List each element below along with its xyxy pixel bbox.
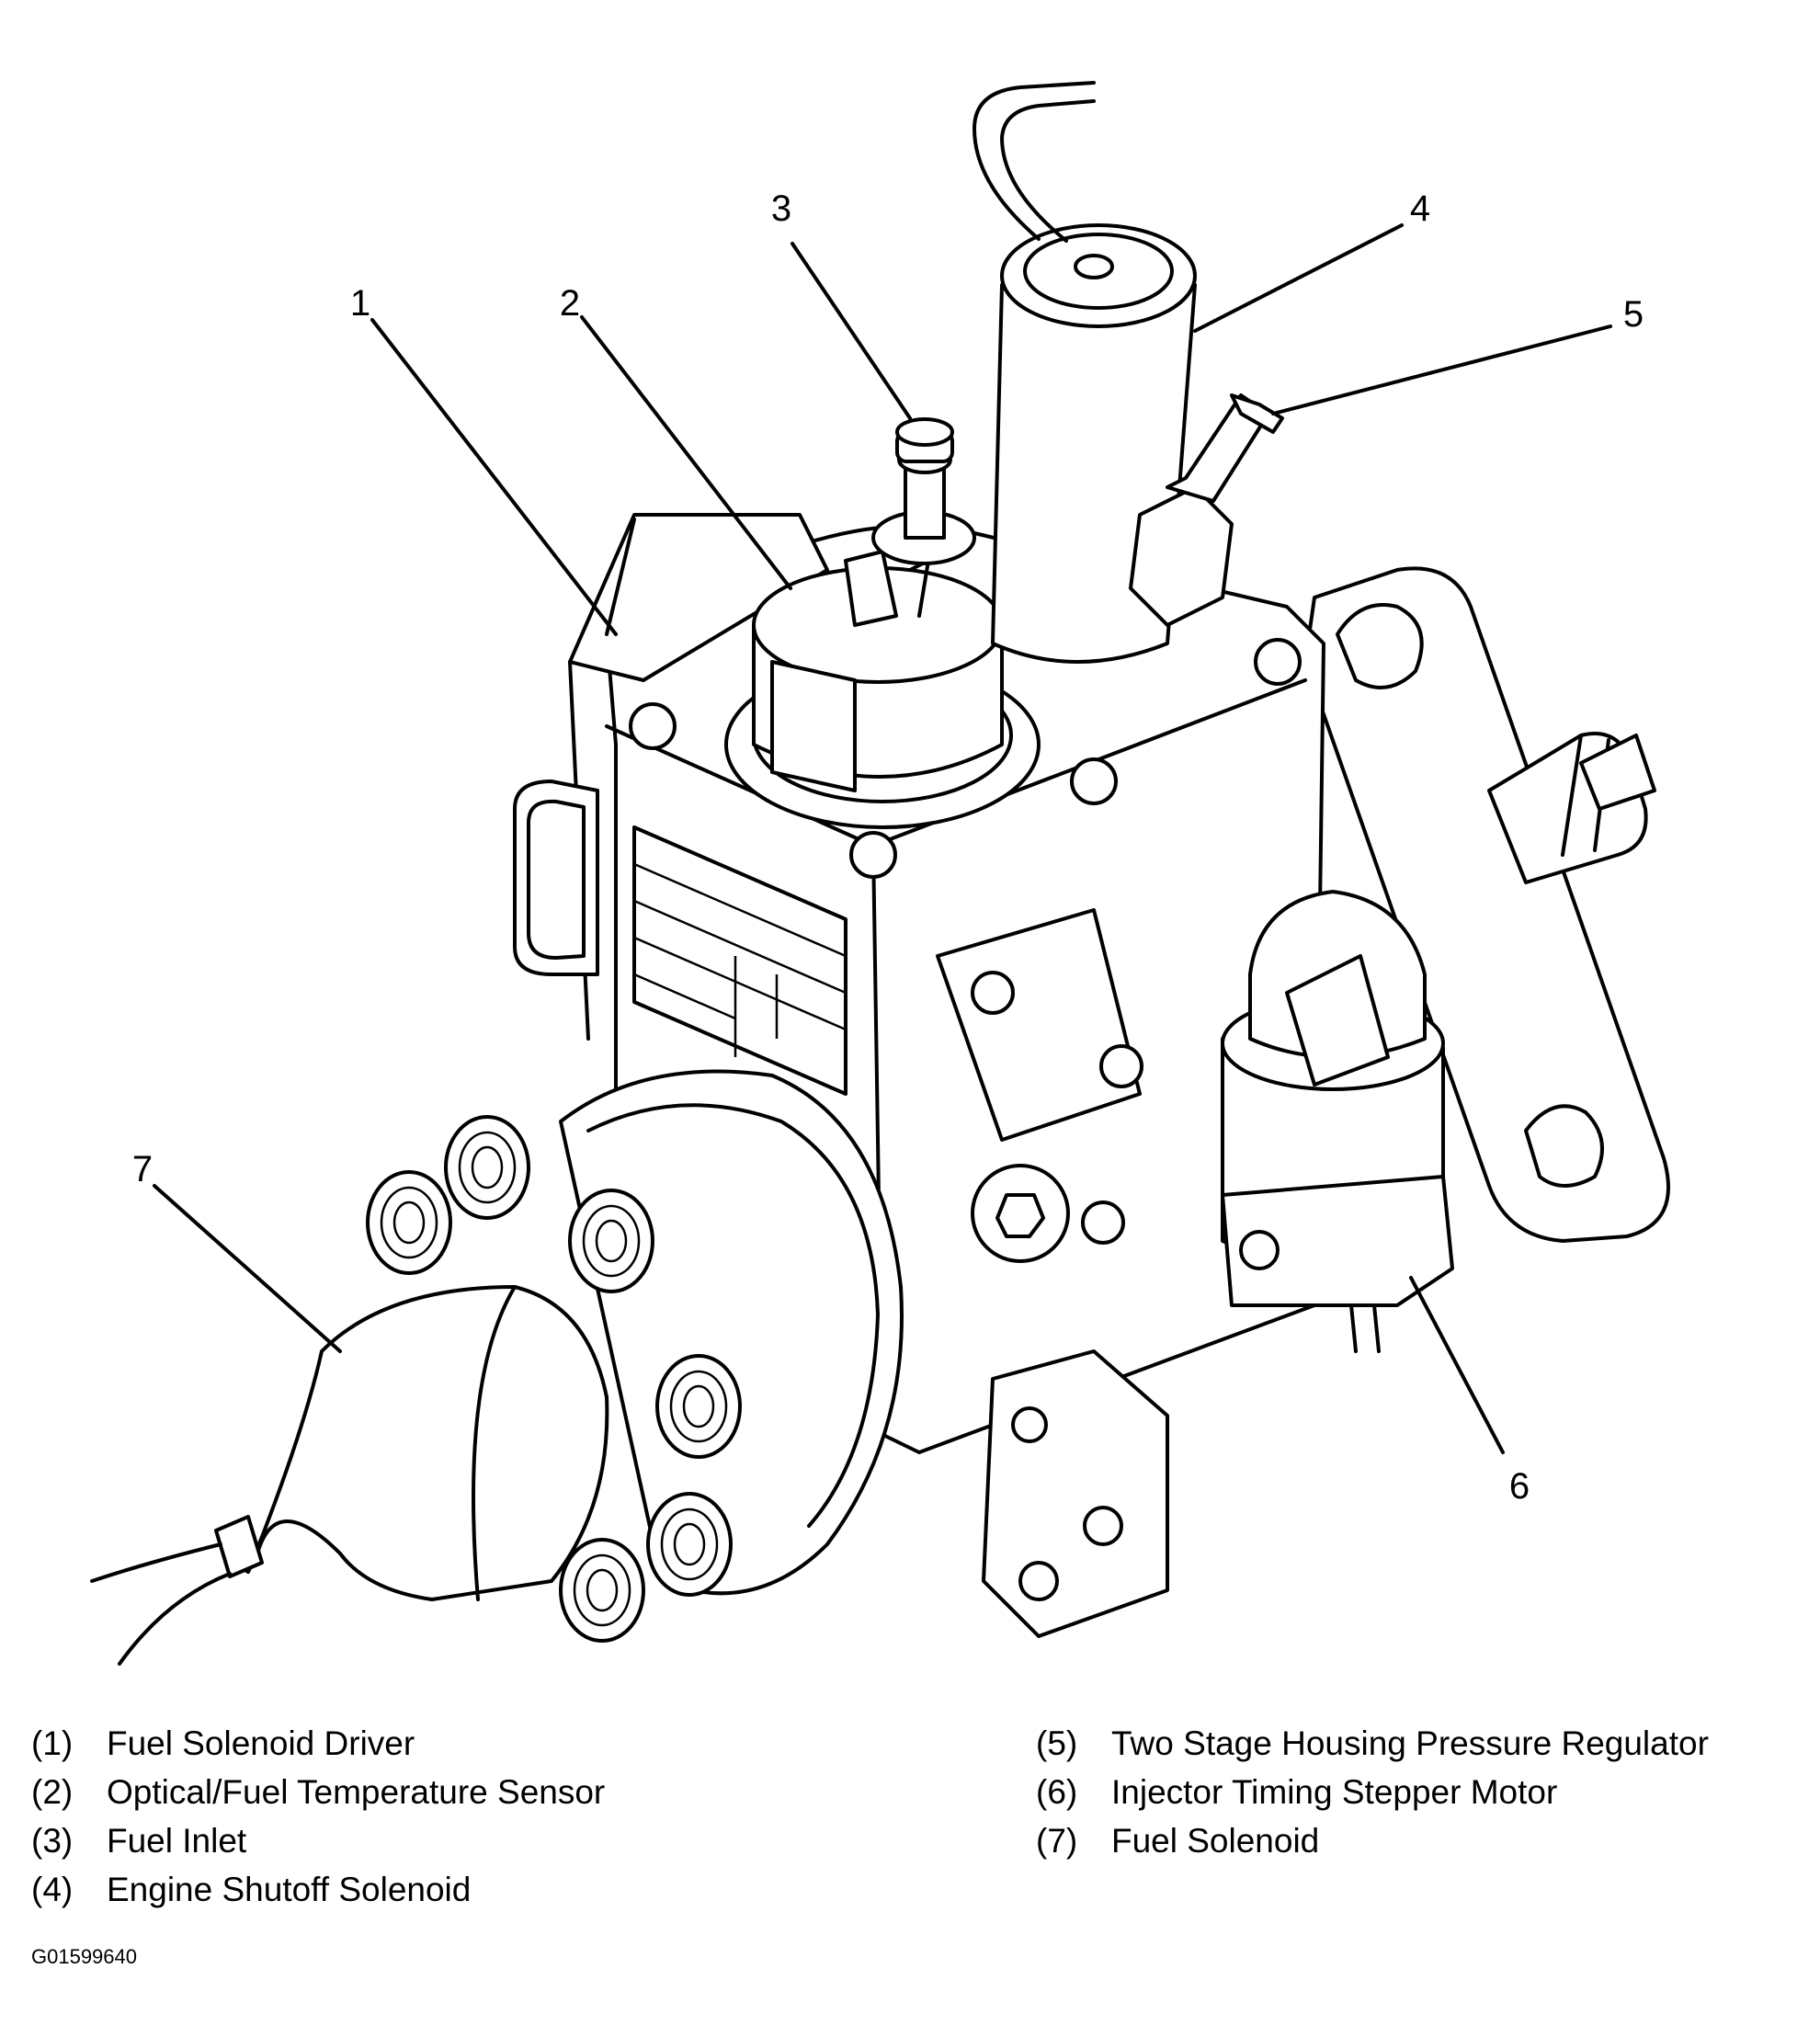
legend-left-column: (1) Fuel Solenoid Driver (2) Optical/Fue… — [31, 1719, 605, 1914]
fuel-solenoid — [90, 1285, 609, 1666]
leader-lines — [153, 223, 1612, 1454]
legend-item-5: (5) Two Stage Housing Pressure Regulator — [1036, 1719, 1709, 1768]
outlet-fitting — [559, 1538, 645, 1643]
callout-5: 5 — [1623, 294, 1644, 335]
outlet-fitting — [655, 1354, 742, 1459]
callout-6: 6 — [1509, 1466, 1530, 1507]
outlet-fitting — [568, 1189, 654, 1293]
legend-number: (5) — [1036, 1724, 1078, 1762]
outlet-fitting — [444, 1115, 530, 1220]
advance-cover — [982, 1349, 1169, 1638]
callout-3: 3 — [771, 188, 791, 229]
legend-item-6: (6) Injector Timing Stepper Motor — [1036, 1768, 1709, 1816]
legend-label: Injector Timing Stepper Motor — [1111, 1773, 1558, 1811]
legend-label: Engine Shutoff Solenoid — [107, 1871, 472, 1908]
legend-label: Fuel Solenoid Driver — [107, 1724, 415, 1762]
figure-code: G01599640 — [31, 1945, 137, 1968]
legend-item-1: (1) Fuel Solenoid Driver — [31, 1719, 605, 1768]
pressure-regulator — [1129, 393, 1284, 627]
legend-item-3: (3) Fuel Inlet — [31, 1816, 605, 1865]
fuel-inlet-fitting — [871, 417, 976, 565]
legend-number: (2) — [31, 1773, 74, 1811]
legend-label: Fuel Inlet — [107, 1822, 247, 1860]
callout-7: 7 — [132, 1149, 153, 1189]
drive-shaft-end — [1579, 734, 1656, 811]
outlet-fitting — [366, 1170, 452, 1275]
legend-label: Fuel Solenoid — [1111, 1822, 1320, 1860]
optical-fuel-temperature-sensor — [724, 550, 1041, 829]
legend-label: Optical/Fuel Temperature Sensor — [107, 1773, 606, 1811]
legend-item-7: (7) Fuel Solenoid — [1036, 1816, 1709, 1865]
timing-cover — [936, 908, 1143, 1142]
callout-2: 2 — [560, 283, 580, 324]
callout-1: 1 — [350, 283, 370, 324]
legend-number: (4) — [31, 1871, 74, 1908]
distributor-head — [559, 1069, 904, 1596]
legend-item-2: (2) Optical/Fuel Temperature Sensor — [31, 1768, 605, 1816]
legend-label: Two Stage Housing Pressure Regulator — [1111, 1724, 1709, 1762]
callout-4: 4 — [1410, 188, 1430, 229]
legend-number: (1) — [31, 1724, 74, 1762]
fuel-injection-pump-drawing: 1 2 3 4 5 6 7 — [90, 81, 1670, 1666]
legend-number: (7) — [1036, 1822, 1078, 1860]
legend-item-4: (4) Engine Shutoff Solenoid — [31, 1865, 605, 1914]
legend-number: (6) — [1036, 1773, 1078, 1811]
legend-number: (3) — [31, 1822, 74, 1860]
injector-timing-stepper-motor — [1221, 890, 1454, 1353]
plug-bolt — [971, 1164, 1070, 1263]
legend-right-column: (5) Two Stage Housing Pressure Regulator… — [1036, 1719, 1709, 1865]
side-connector — [513, 780, 599, 976]
outlet-fitting — [646, 1492, 733, 1597]
